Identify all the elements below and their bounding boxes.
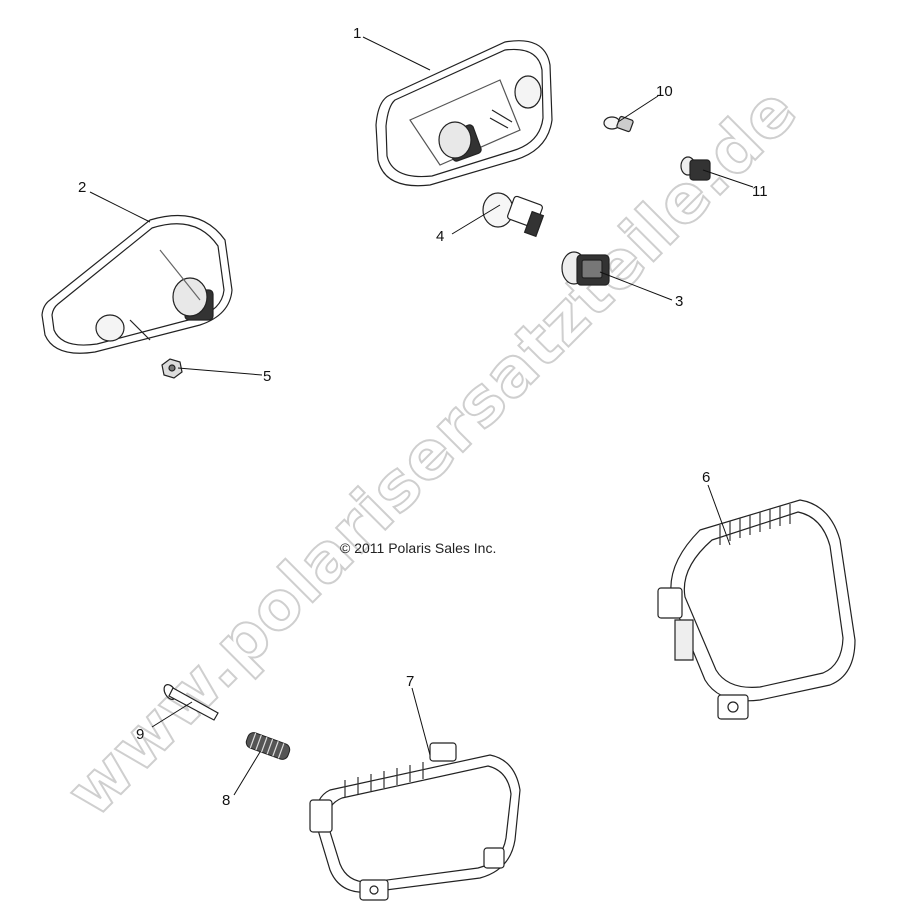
- leader-6: [707, 484, 731, 546]
- part-3-bulb-socket: [562, 252, 609, 285]
- callout-9: 9: [136, 726, 144, 743]
- part-5-nut: [162, 359, 182, 378]
- part-8-spring: [245, 731, 292, 761]
- part-11-small-socket: [681, 157, 710, 180]
- leader-9: [151, 701, 193, 728]
- callout-5: 5: [263, 368, 271, 385]
- watermark: www.polarisersatzteile.de: [51, 71, 813, 833]
- callout-numbers: 1 2 3 4 5 6 7 8 9 10 11: [78, 25, 768, 809]
- callout-2: 2: [78, 179, 86, 196]
- callout-8: 8: [222, 792, 230, 809]
- leader-2: [89, 191, 151, 223]
- part-1-tail-light-housing: [376, 41, 552, 186]
- copyright-notice: © 2011 Polaris Sales Inc.: [340, 540, 496, 556]
- leader-10: [617, 95, 659, 123]
- leader-7: [411, 687, 431, 756]
- watermark-text: www.polarisersatzteile.de: [52, 72, 812, 832]
- leader-8: [233, 751, 261, 796]
- part-10-small-bulb: [604, 116, 634, 132]
- leader-3: [599, 271, 673, 301]
- leader-4: [451, 204, 501, 235]
- callout-3: 3: [675, 293, 683, 310]
- callout-1: 1: [353, 25, 361, 42]
- callout-4: 4: [436, 228, 444, 245]
- callout-11: 11: [752, 183, 768, 200]
- part-2-tail-light-housing: [42, 216, 232, 354]
- callout-6: 6: [702, 469, 710, 486]
- part-4-bulb: [483, 193, 543, 236]
- callout-7: 7: [406, 673, 414, 690]
- callout-10: 10: [656, 83, 673, 100]
- part-6-headlight-assembly: [658, 500, 855, 719]
- part-7-headlight-assembly: [310, 743, 520, 900]
- leader-1: [362, 36, 431, 71]
- leader-11: [702, 169, 754, 188]
- leader-5: [177, 367, 263, 376]
- part-9-bolt: [162, 683, 218, 720]
- leader-lines: [89, 36, 754, 796]
